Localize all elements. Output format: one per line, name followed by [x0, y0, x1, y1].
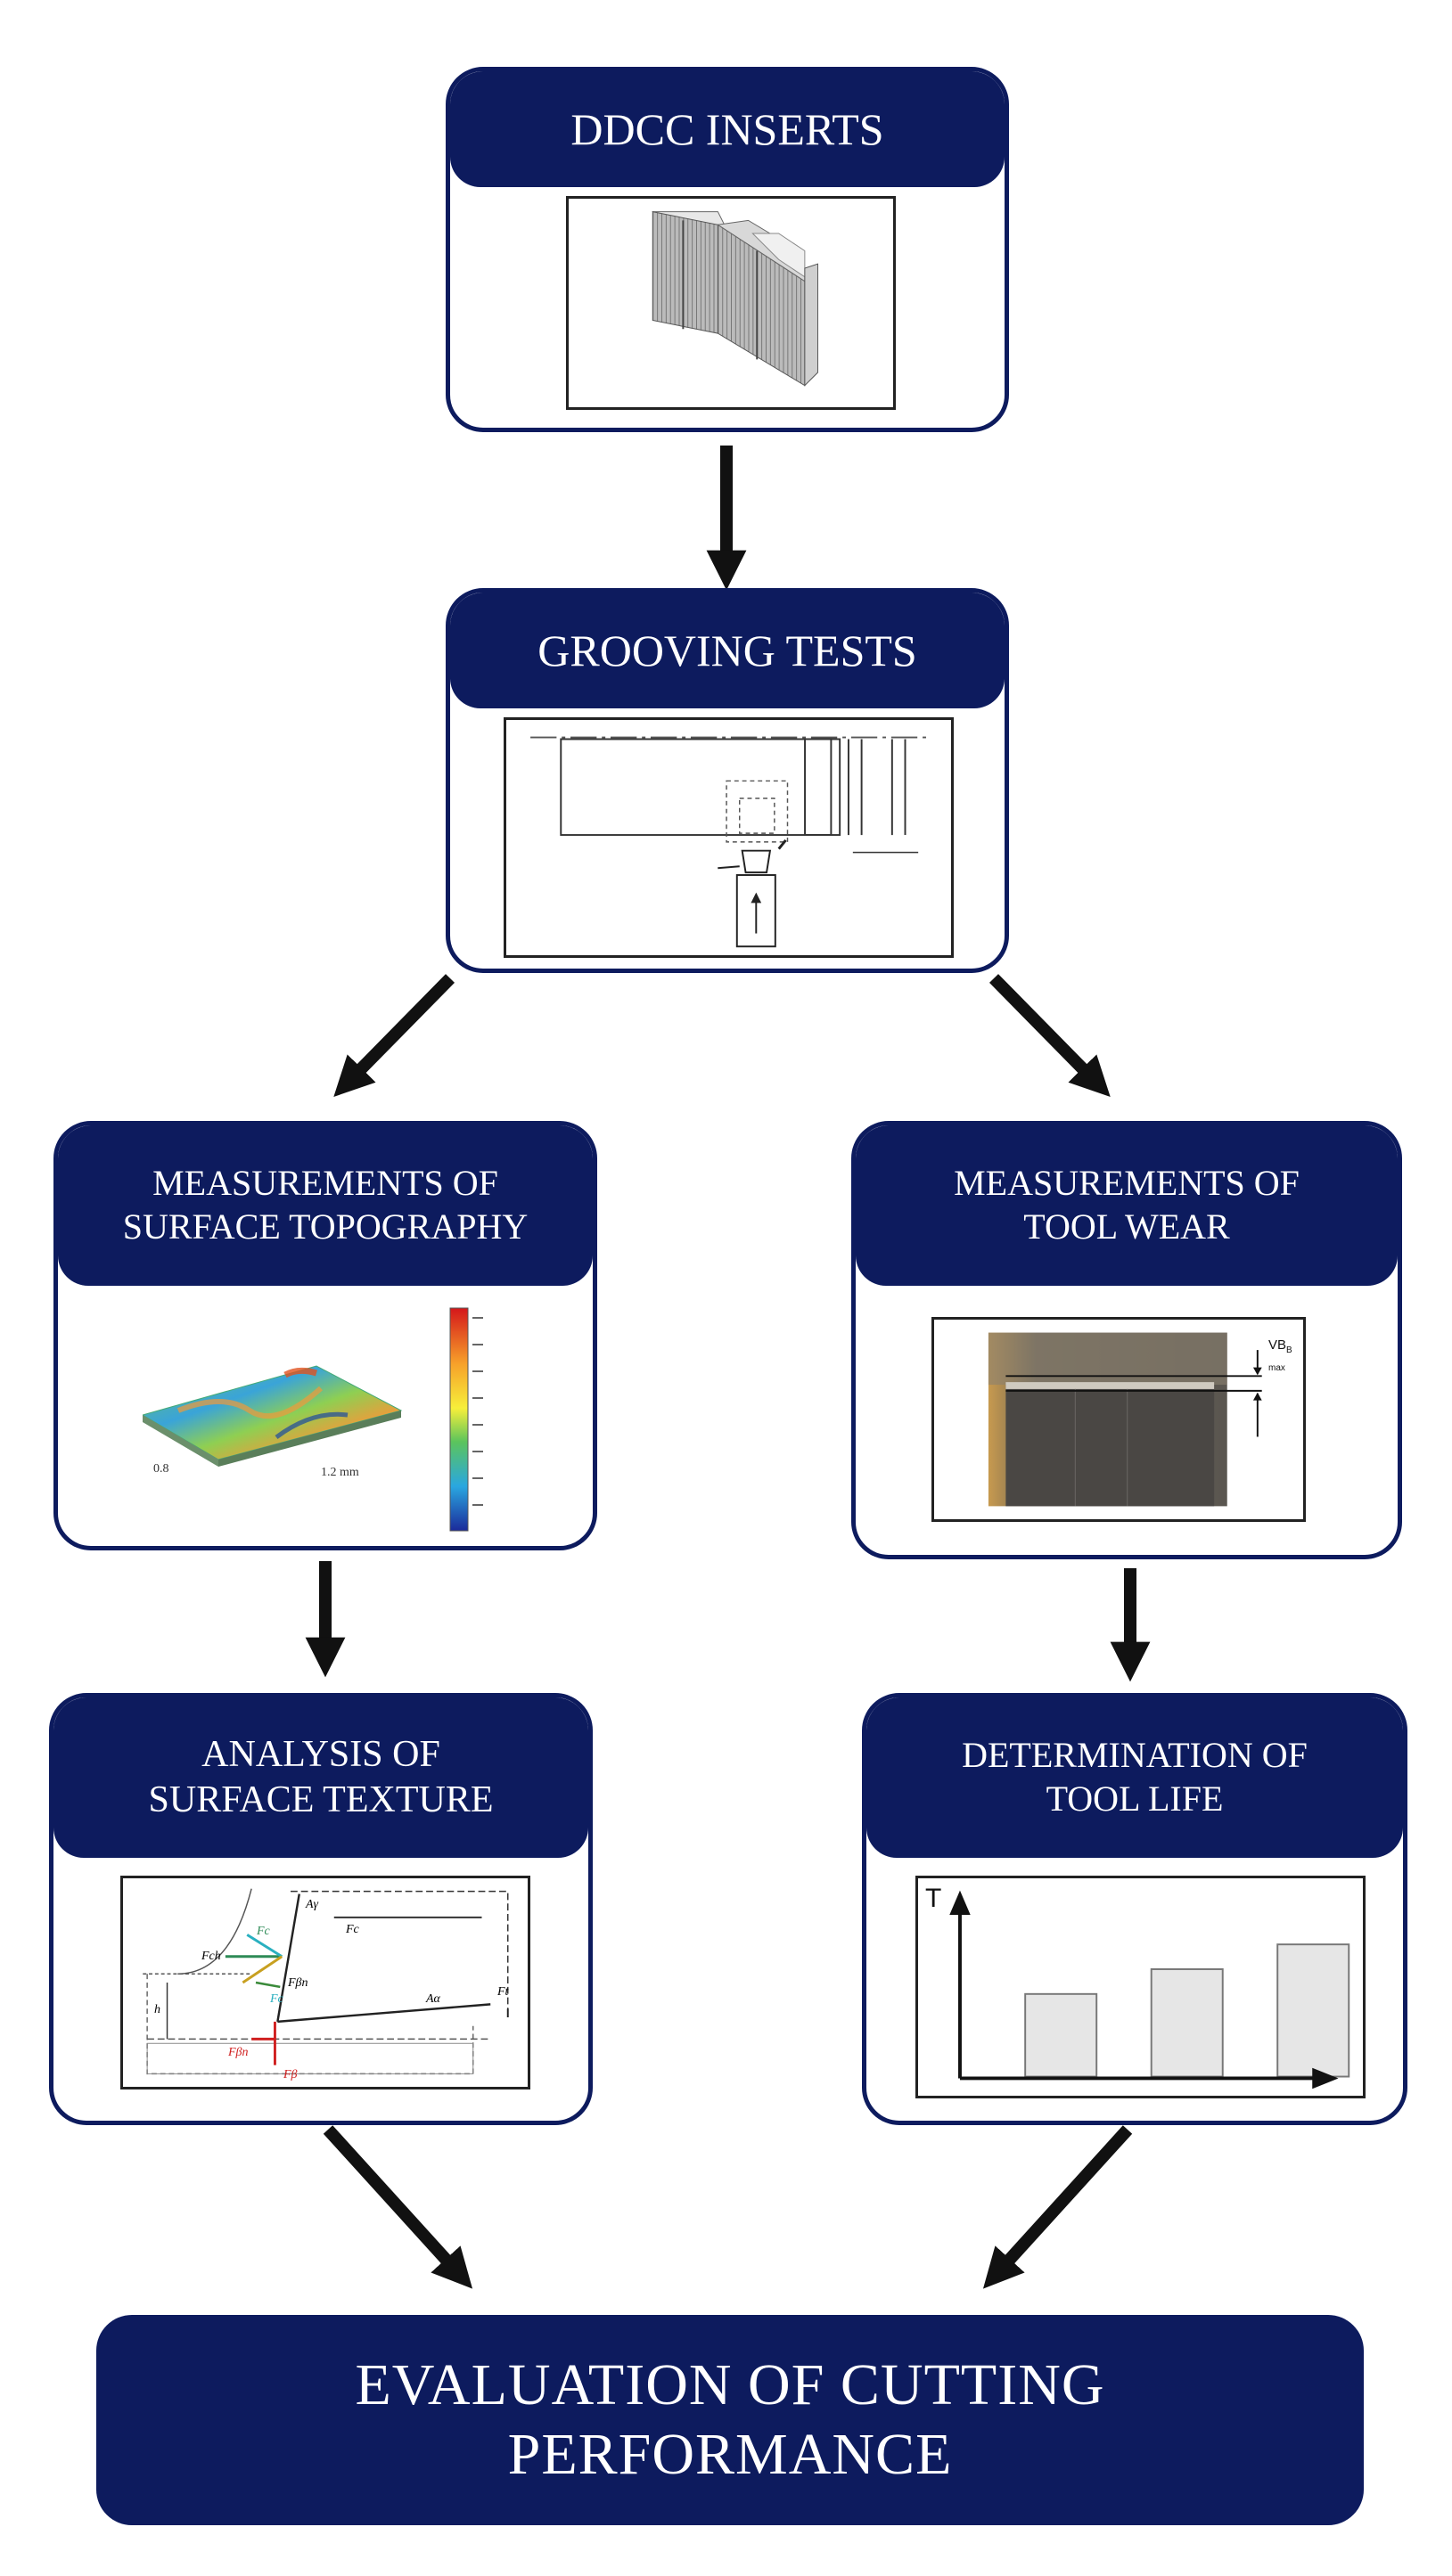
wear-label: VBB max [1268, 1337, 1292, 1373]
label-fch: Fch [201, 1950, 221, 1963]
arrow-life-to-evaluation [982, 2125, 1133, 2289]
node-header: MEASUREMENTS OF SURFACE TOPOGRAPHY [58, 1125, 593, 1286]
topography-figure: 0.8 1.2 mm [143, 1304, 517, 1535]
arrow-grooving-to-wear [989, 974, 1111, 1097]
label-h: h [154, 2003, 160, 2016]
tool-life-bar-1 [1024, 1992, 1098, 2078]
node-title-line1: ANALYSIS OF [201, 1733, 440, 1775]
grooving-setup-figure [504, 717, 954, 958]
insert-figure [566, 196, 896, 410]
arrow-grooving-to-topography [333, 974, 455, 1097]
node-title-line1: DETERMINATION OF [962, 1735, 1308, 1776]
final-title-line2: PERFORMANCE [507, 2422, 953, 2487]
y-axis-arrow [949, 1890, 971, 1915]
node-surface-texture: ANALYSIS OF SURFACE TEXTURE Aγ Fc Fch Fc [49, 1693, 593, 2125]
node-title-line2: SURFACE TOPOGRAPHY [122, 1206, 529, 1247]
cutting-forces-figure: Aγ Fc Fch Fc Fβn Fc Aα Ft h Fβn Fβ [120, 1876, 530, 2089]
arrow-texture-to-evaluation [323, 2125, 473, 2289]
node-tool-life: DETERMINATION OF TOOL LIFE T [862, 1693, 1407, 2125]
node-ddcc-inserts: DDCC INSERTS [446, 67, 1009, 432]
label-fb: Fβ [283, 2068, 298, 2081]
tool-wear-photo: VBB max [931, 1317, 1306, 1522]
tool-life-chart: T [915, 1876, 1366, 2098]
node-header: MEASUREMENTS OF TOOL WEAR [856, 1125, 1398, 1286]
node-grooving-tests: GROOVING TESTS [446, 588, 1009, 973]
label-ft: Ft [497, 1985, 509, 1999]
label-fc-top: Fc [346, 1923, 359, 1936]
node-header: DETERMINATION OF TOOL LIFE [866, 1697, 1403, 1858]
node-header: ANALYSIS OF SURFACE TEXTURE [53, 1697, 588, 1858]
label-fc-green: Fc [257, 1925, 270, 1938]
tool-life-bar-2 [1150, 1968, 1224, 2078]
y-axis-label: T [925, 1884, 942, 1913]
node-title-line1: MEASUREMENTS OF [152, 1163, 498, 1204]
node-title-line1: MEASUREMENTS OF [954, 1163, 1300, 1204]
label-fbn-red: Fβn [228, 2046, 249, 2059]
final-title-line1: EVALUATION OF CUTTING [355, 2352, 1105, 2418]
node-title-line2: TOOL WEAR [1023, 1206, 1230, 1247]
node-surface-topography: MEASUREMENTS OF SURFACE TOPOGRAPHY [53, 1121, 597, 1550]
node-header: GROOVING TESTS [450, 593, 1005, 708]
x-axis-arrow [1312, 2067, 1339, 2089]
label-fc-mid: Fc [270, 1992, 283, 2006]
node-title-line2: SURFACE TEXTURE [148, 1779, 494, 1820]
node-header: DDCC INSERTS [450, 71, 1005, 187]
topography-axis-left: 0.8 [153, 1462, 169, 1476]
node-evaluation: EVALUATION OF CUTTING PERFORMANCE [96, 2315, 1364, 2525]
label-a-alpha: Aα [426, 1992, 440, 2006]
node-title: DDCC INSERTS [570, 103, 884, 154]
label-a-gamma: Aγ [306, 1898, 319, 1911]
label-fbn: Fβn [288, 1976, 308, 1990]
node-title: GROOVING TESTS [537, 625, 917, 675]
topography-axis-right: 1.2 mm [321, 1466, 359, 1479]
tool-life-bar-3 [1276, 1943, 1350, 2078]
node-tool-wear: MEASUREMENTS OF TOOL WEAR V [851, 1121, 1402, 1559]
node-title-line2: TOOL LIFE [1046, 1779, 1224, 1819]
